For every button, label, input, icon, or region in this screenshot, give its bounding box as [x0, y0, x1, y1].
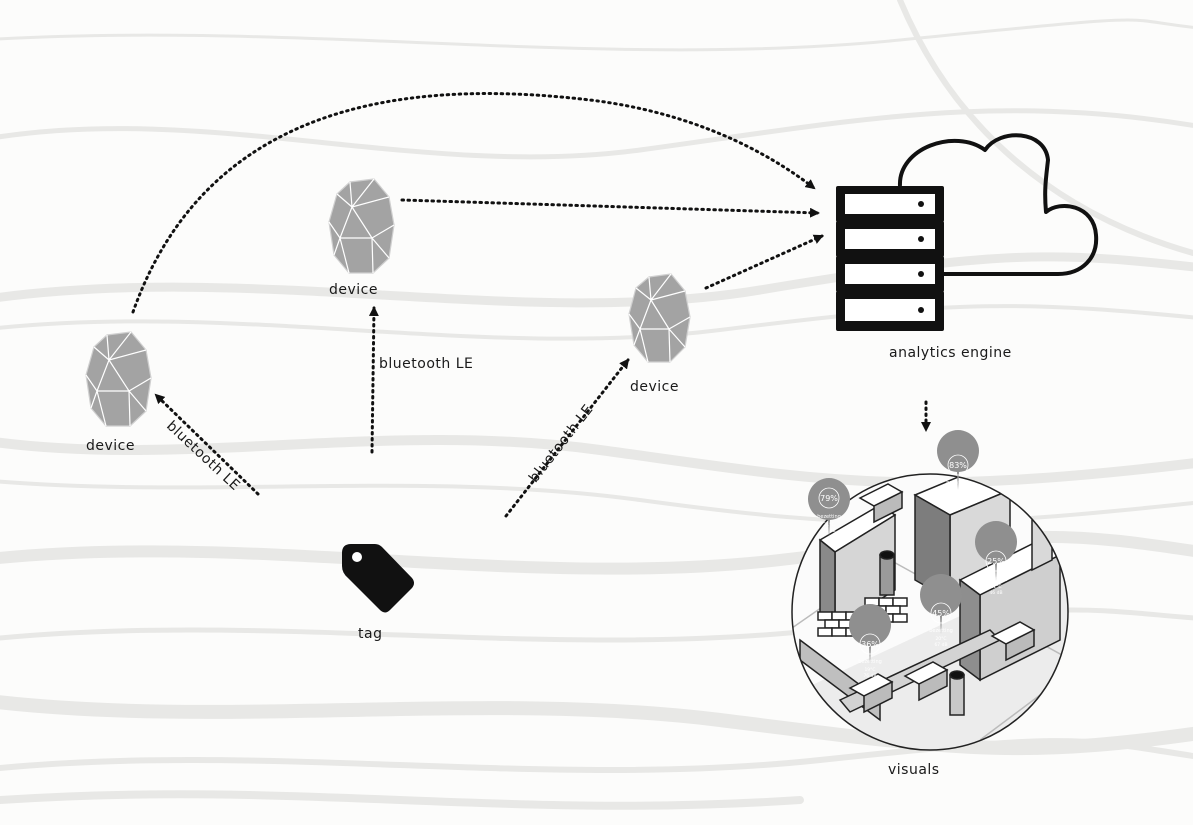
marker-4-label: bezetting — [929, 628, 953, 634]
beacon-device-left-icon — [85, 331, 152, 427]
marker-4-noise: 67 dB — [934, 642, 947, 648]
visuals-label: visuals — [888, 762, 940, 778]
marker-3-noise: 46 dB — [989, 590, 1002, 596]
device-left-label: device — [86, 438, 135, 454]
marker-4-percent: 45% — [932, 609, 950, 618]
beacon-device-middle-icon — [328, 178, 395, 274]
marker-3-temp: 21°C — [990, 584, 1001, 590]
marker-2-label: bezetting — [946, 480, 970, 486]
marker-pin — [920, 574, 963, 634]
marker-5-temp: 19°C — [864, 667, 875, 673]
tag-label: tag — [358, 626, 383, 642]
device-middle-label: device — [329, 282, 378, 298]
marker-1-label: bezetting — [817, 514, 841, 520]
occupancy-marker-texts: 79% bezetting 21°C 75 dB 83% bezetting 2… — [817, 461, 1008, 679]
analytics-engine-label: analytics engine — [889, 345, 1012, 361]
marker-2-temp: 20°C — [952, 488, 963, 494]
edge-tag-to-middle-device — [368, 306, 379, 454]
tag-icon — [342, 544, 414, 613]
beacon-device-right-icon — [628, 273, 691, 363]
marker-1-percent: 79% — [820, 494, 838, 503]
cloud-icon — [897, 133, 1099, 276]
connectors — [131, 92, 931, 518]
edge-tag-to-left-device — [154, 393, 260, 496]
marker-3-percent: 25% — [987, 557, 1005, 566]
marker-pin — [937, 430, 979, 490]
marker-5-label: bezetting — [858, 659, 882, 665]
edge-middle-bluetooth-label: bluetooth LE — [379, 356, 474, 372]
marker-1-temp: 21°C — [823, 522, 834, 528]
device-right-label: device — [630, 379, 679, 395]
marker-1-noise: 75 dB — [822, 528, 835, 534]
marker-2-percent: 83% — [949, 461, 967, 470]
occupancy-markers — [808, 430, 1018, 664]
marker-5-noise: 76 dB — [863, 673, 876, 679]
edge-left-device-to-engine — [131, 92, 816, 314]
marker-3-label: bezetting — [984, 576, 1008, 582]
marker-5-percent: 36% — [861, 640, 879, 649]
edge-middle-device-to-engine — [400, 198, 820, 218]
server-stack-icon — [836, 186, 944, 331]
marker-4-temp: 20°C — [935, 636, 946, 642]
marker-2-noise: 60 dB — [951, 494, 964, 500]
